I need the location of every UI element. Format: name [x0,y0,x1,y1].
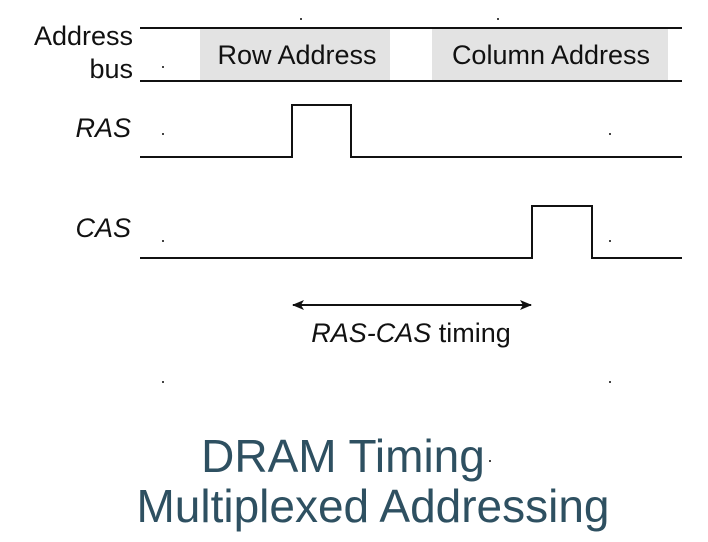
title-line-2: Multiplexed Addressing [136,480,609,532]
dot-mark [497,18,499,20]
ras-label: RAS [75,113,131,143]
timing-label-rest: timing [431,318,511,348]
dot-mark [300,18,302,20]
cas-label: CAS [75,213,131,243]
cas-waveform [140,205,682,259]
decorative-dots [162,18,611,462]
row-address-field [200,28,390,80]
dot-mark [609,133,611,135]
slide-title: DRAM Timing Multiplexed Addressing [136,430,609,532]
dot-mark [609,240,611,242]
timing-label: RAS-CAS timing [311,318,511,348]
dot-mark [162,66,164,68]
dot-mark [162,133,164,135]
row-address-label: Row Address [217,40,376,70]
column-address-field [432,28,668,80]
address-bus-row: Address bus Row Address Column Address [34,21,682,84]
title-line-1: DRAM Timing [201,430,485,482]
dot-mark [162,381,164,383]
address-bus-label-line2: bus [89,54,133,84]
dot-mark [609,381,611,383]
dot-mark [162,240,164,242]
address-bus-label-line1: Address [34,21,133,51]
ras-cas-timing-annotation: RAS-CAS timing [292,300,532,348]
column-address-label: Column Address [452,40,650,70]
cas-row: CAS [75,205,682,259]
ras-row: RAS [75,104,682,158]
timing-label-italic: RAS-CAS [311,318,431,348]
ras-waveform [140,104,682,158]
dot-mark [489,460,491,462]
